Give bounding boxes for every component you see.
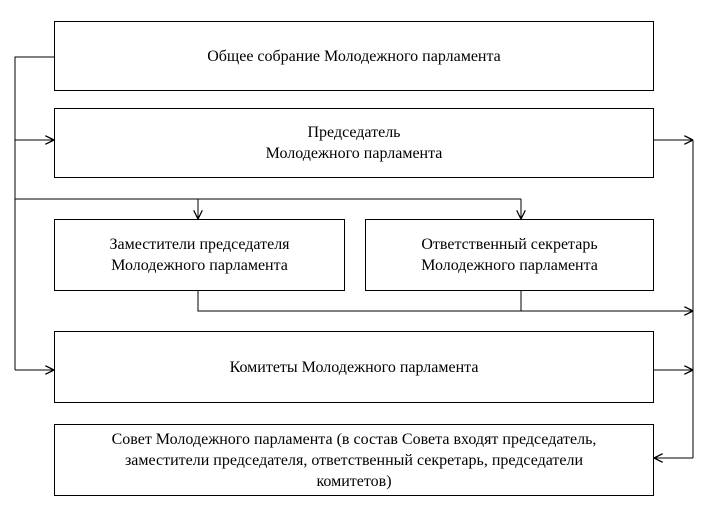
committees-box: Комитеты Молодежного парламента: [54, 331, 654, 403]
deputies-label-line1: Заместители председателя: [109, 236, 290, 253]
general-assembly-label: Общее собрание Молодежного парламента: [207, 47, 501, 65]
chairman-box: Председатель Молодежного парламента: [54, 108, 654, 178]
council-label-line2: заместители председателя, ответственный …: [124, 451, 584, 469]
committees-label: Комитеты Молодежного парламента: [229, 358, 479, 376]
secretary-label-line1: Ответственный секретарь: [421, 236, 598, 253]
deputies-secretary-join-line: [197, 291, 693, 311]
left-bus-line: [14, 56, 54, 370]
secretary-label-line2: Молодежного парламента: [421, 257, 598, 274]
deputies-label-line2: Молодежного парламента: [111, 257, 288, 274]
deputies-box: Заместители председателя Молодежного пар…: [54, 219, 345, 291]
council-box: Совет Молодежного парламента (в состав С…: [54, 424, 654, 496]
council-label-line3: комитетов): [316, 472, 392, 490]
chairman-label-line1: Председатель: [307, 124, 401, 141]
council-label-line1: Совет Молодежного парламента (в состав С…: [111, 430, 597, 448]
general-assembly-box: Общее собрание Молодежного парламента: [54, 21, 654, 91]
chairman-label-line2: Молодежного парламента: [265, 145, 443, 162]
secretary-box: Ответственный секретарь Молодежного парл…: [365, 219, 654, 291]
